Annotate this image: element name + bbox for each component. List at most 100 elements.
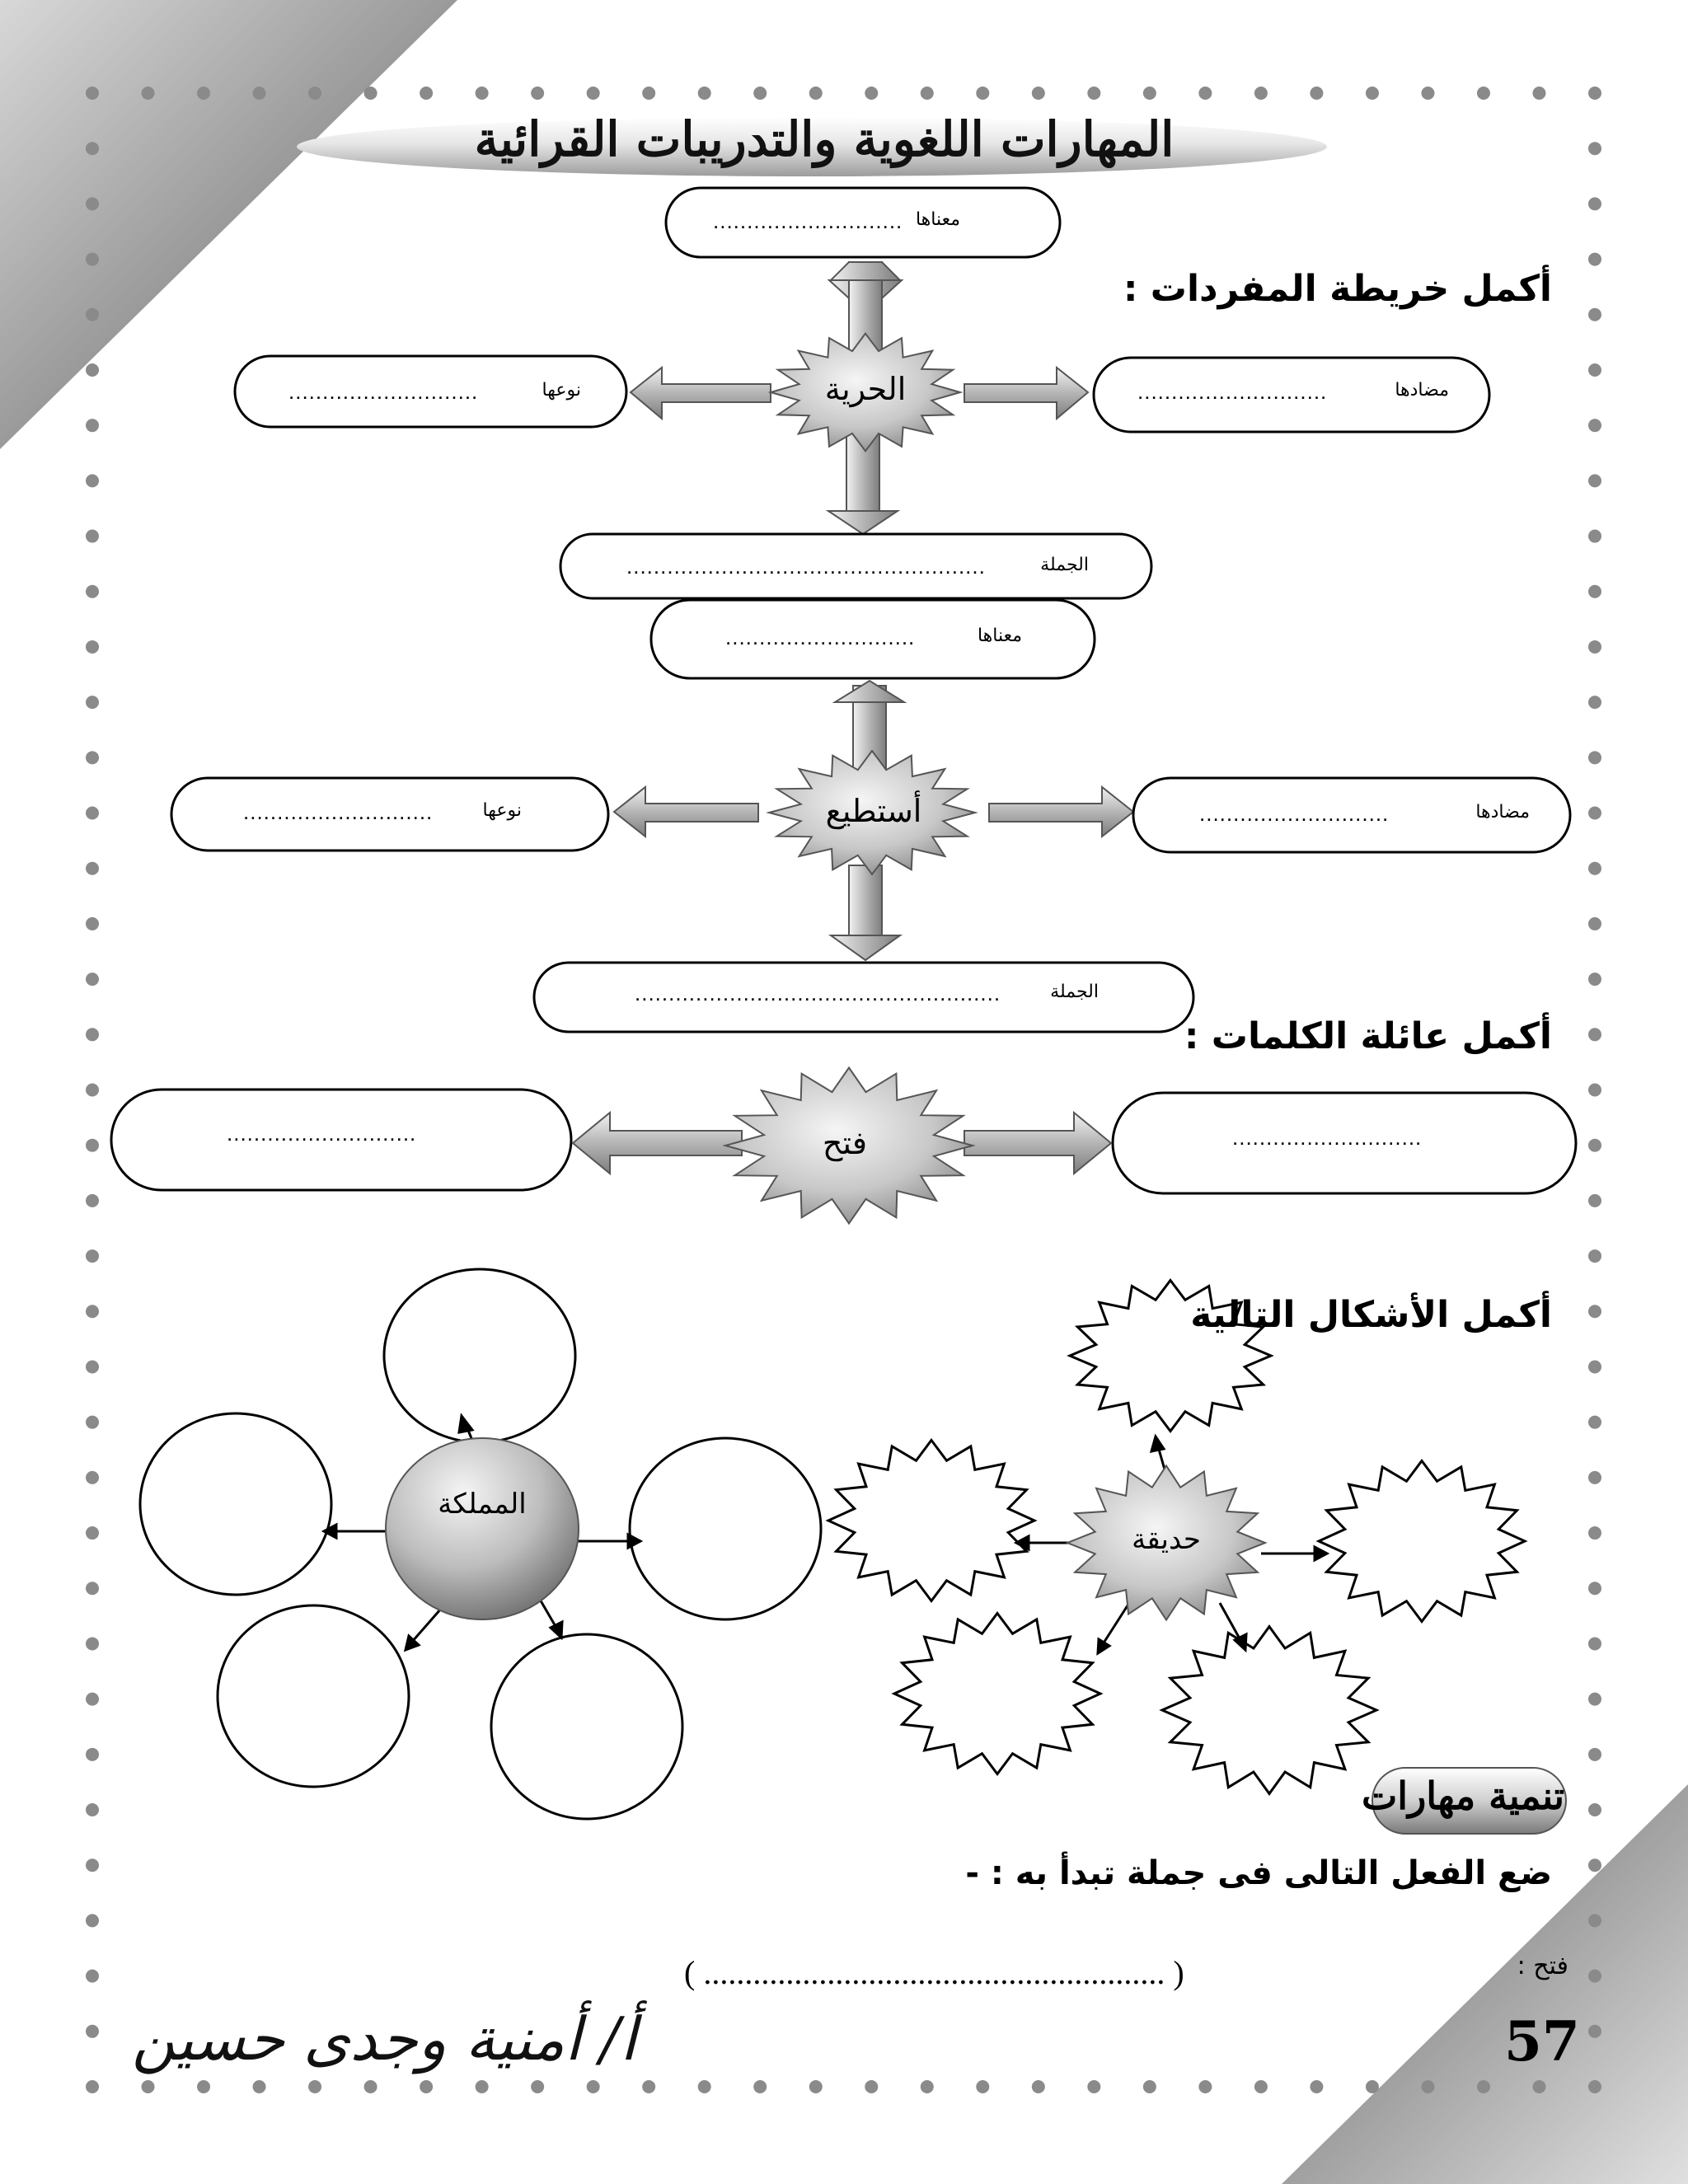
border-dot xyxy=(1588,916,1601,930)
border-dot xyxy=(197,87,211,100)
border-dot xyxy=(586,2080,600,2093)
border-dot xyxy=(1588,1028,1601,1042)
border-dot xyxy=(1588,1083,1601,1097)
border-dot xyxy=(86,474,99,488)
map1-center-word: الحرية xyxy=(824,371,907,407)
border-dot xyxy=(1588,529,1601,543)
border-dot xyxy=(1310,87,1324,100)
star-blank-bottom-left[interactable] xyxy=(891,1610,1104,1777)
border-dot xyxy=(1588,2080,1601,2093)
border-dot xyxy=(1588,972,1601,987)
pill-antonym-map1[interactable] xyxy=(1092,356,1491,434)
border-dot xyxy=(1588,2024,1601,2038)
star-blank-left[interactable] xyxy=(825,1437,1038,1604)
arrow-left-map2 xyxy=(612,785,759,839)
border-dot xyxy=(308,87,322,100)
garden-word: حديقة xyxy=(1132,1523,1201,1556)
map1-type-label: نوعها xyxy=(542,379,581,400)
pill-family-right[interactable] xyxy=(1111,1091,1578,1195)
border-dot xyxy=(642,87,656,100)
border-dot xyxy=(1476,2080,1490,2093)
border-dot xyxy=(86,87,99,100)
border-dot xyxy=(86,640,99,654)
map2-type-blank[interactable]: ............................ xyxy=(243,799,434,824)
circle-top[interactable] xyxy=(382,1268,577,1444)
border-dot xyxy=(86,1582,99,1596)
border-dot xyxy=(420,87,434,100)
border-dot xyxy=(86,419,99,433)
page-title: المهارات اللغوية والتدريبات القرائية xyxy=(474,111,1175,167)
border-dot xyxy=(86,1360,99,1374)
border-dot xyxy=(1588,640,1601,654)
pill-antonym-map2[interactable] xyxy=(1132,776,1572,854)
pill-type-map1[interactable] xyxy=(233,354,628,429)
border-dot xyxy=(197,2080,211,2093)
border-dot xyxy=(86,529,99,543)
border-dot xyxy=(1198,2080,1212,2093)
border-dot xyxy=(475,87,489,100)
border-dot xyxy=(1421,2080,1435,2093)
border-dot xyxy=(1365,2080,1379,2093)
arrow-left-family xyxy=(571,1110,743,1176)
border-dot xyxy=(1588,1692,1601,1706)
family-center-word: فتح xyxy=(822,1125,868,1161)
border-dot xyxy=(1142,87,1156,100)
border-dot xyxy=(363,2080,377,2093)
star-blank-right[interactable] xyxy=(1315,1458,1528,1624)
pill-sentence-map2[interactable] xyxy=(532,961,1195,1033)
border-dot xyxy=(1588,696,1601,710)
pill-meaning-map1[interactable] xyxy=(664,186,1062,259)
map2-antonym-blank[interactable]: ............................ xyxy=(1199,801,1390,826)
map2-meaning-label: معناها xyxy=(977,625,1022,645)
map2-meaning-blank[interactable]: ............................ xyxy=(725,625,916,649)
border-dot xyxy=(976,87,990,100)
corner-decoration-top-left xyxy=(0,0,457,449)
border-dot xyxy=(86,1526,99,1540)
map1-antonym-blank[interactable]: ............................ xyxy=(1137,379,1328,404)
skills-banner xyxy=(1372,1767,1567,1835)
arrow-left-map1 xyxy=(629,365,771,421)
border-dot xyxy=(363,87,377,100)
circle-bottom-right[interactable] xyxy=(490,1633,684,1821)
circle-left[interactable] xyxy=(138,1412,333,1596)
border-dot xyxy=(86,142,99,156)
arrow-shaft-bottom-map2 xyxy=(848,865,883,940)
border-dot xyxy=(1588,252,1601,266)
border-dot xyxy=(1254,87,1268,100)
skills-banner-label: تنمية مهارات xyxy=(1362,1774,1564,1818)
circle-right[interactable] xyxy=(628,1436,823,1621)
skills-instruction: ضع الفعل التالى فى جملة تبدأ به : - xyxy=(965,1854,1552,1892)
border-dot xyxy=(252,87,266,100)
star-blank-top[interactable] xyxy=(1067,1278,1274,1433)
border-dot xyxy=(1031,87,1045,100)
pill-meaning-map2[interactable] xyxy=(649,598,1096,680)
map1-type-blank[interactable]: ............................ xyxy=(288,379,479,404)
map1-antonym-label: مضادها xyxy=(1395,379,1449,400)
border-dot xyxy=(420,2080,434,2093)
pill-family-left[interactable] xyxy=(110,1088,573,1192)
shapes-heading: أكمل الأشكال التالية xyxy=(1190,1294,1552,1336)
border-dot xyxy=(86,751,99,765)
border-dot xyxy=(1198,87,1212,100)
star-blank-bottom-right[interactable] xyxy=(1159,1624,1380,1796)
border-dot xyxy=(1588,1249,1601,1263)
map2-sentence-blank[interactable]: ........................................… xyxy=(635,981,1001,1005)
border-dot xyxy=(1588,806,1601,820)
border-dot xyxy=(86,696,99,710)
family-right-blank[interactable]: ............................ xyxy=(1232,1125,1423,1150)
border-dot xyxy=(1087,2080,1101,2093)
border-dot xyxy=(252,2080,266,2093)
circle-bottom-left[interactable] xyxy=(216,1604,410,1788)
pill-sentence-map1[interactable] xyxy=(559,532,1153,600)
pill-type-map2[interactable] xyxy=(170,776,610,852)
border-dot xyxy=(86,1193,99,1207)
map1-meaning-blank[interactable]: ............................ xyxy=(713,209,903,233)
border-dot xyxy=(475,2080,489,2093)
map1-sentence-blank[interactable]: ........................................… xyxy=(626,554,986,579)
border-dot xyxy=(86,307,99,321)
border-dot xyxy=(1588,419,1601,433)
family-left-blank[interactable]: ............................ xyxy=(227,1121,417,1146)
map1-meaning-label: معناها xyxy=(915,209,960,229)
skills-line-blank[interactable]: ( ......................................… xyxy=(684,1954,1184,1991)
